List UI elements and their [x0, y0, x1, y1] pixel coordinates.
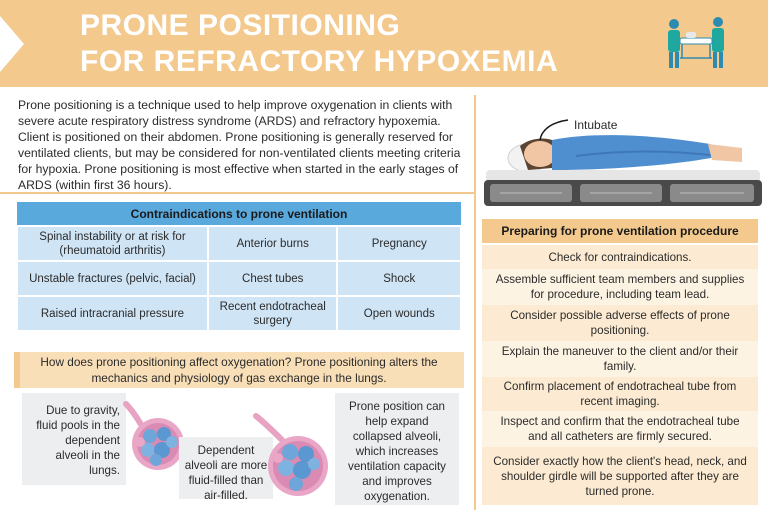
preparing-heading: Preparing for prone ventilation procedur… [482, 219, 758, 243]
dependent-alveoli-card: Dependent alveoli are more fluid-filled … [179, 437, 273, 502]
prone-expansion-card: Prone position can help expand collapsed… [335, 393, 459, 505]
table-cell: Spinal instability or at risk for (rheum… [16, 225, 209, 262]
header-arrow [0, 16, 24, 72]
list-item: Consider possible adverse effects of pro… [482, 305, 758, 341]
page-title: PRONE POSITIONING FOR REFRACTORY HYPOXEM… [80, 8, 558, 80]
table-row: Spinal instability or at risk for (rheum… [16, 225, 462, 262]
intubate-label: Intubate [574, 118, 618, 132]
oxygenation-question: How does prone positioning affect oxygen… [14, 352, 464, 388]
medical-staff-stretcher-icon [668, 17, 724, 68]
list-item: Inspect and confirm that the endotrachea… [482, 411, 758, 447]
table-cell: Raised intracranial pressure [16, 295, 209, 332]
list-item: Confirm placement of endotracheal tube f… [482, 377, 758, 411]
header-banner: PRONE POSITIONING FOR REFRACTORY HYPOXEM… [0, 0, 768, 87]
contraindications-table: Contraindications to prone ventilation S… [16, 202, 462, 332]
table-row: Unstable fractures (pelvic, facial) Ches… [16, 260, 462, 297]
column-divider [474, 95, 476, 510]
table-cell: Recent endotracheal surgery [206, 295, 339, 332]
table-cell: Open wounds [336, 295, 462, 332]
table-cell: Chest tubes [206, 260, 339, 297]
table-cell: Pregnancy [336, 225, 462, 262]
table-cell: Unstable fractures (pelvic, facial) [16, 260, 209, 297]
page-title-line1: PRONE POSITIONING [80, 9, 401, 42]
gravity-card: Due to gravity, fluid pools in the depen… [22, 393, 126, 485]
intro-paragraph: Prone positioning is a technique used to… [18, 98, 461, 192]
table-cell: Shock [336, 260, 462, 297]
table-row: Raised intracranial pressure Recent endo… [16, 295, 462, 332]
contraindications-heading: Contraindications to prone ventilation [17, 202, 461, 226]
table-cell: Anterior burns [206, 225, 339, 262]
prone-patient-bed-illustration [484, 119, 762, 206]
list-item: Explain the maneuver to the client and/o… [482, 341, 758, 377]
page-title-line2: FOR REFRACTORY HYPOXEMIA [80, 45, 559, 78]
list-item: Assemble sufficient team members and sup… [482, 269, 758, 305]
alveoli-cluster-icon [253, 413, 328, 496]
fluid-filled-alveoli-icon [123, 401, 184, 470]
list-item: Consider exactly how the client's head, … [482, 447, 758, 505]
intro-divider [0, 192, 474, 194]
list-item: Check for contraindications. [482, 245, 758, 269]
